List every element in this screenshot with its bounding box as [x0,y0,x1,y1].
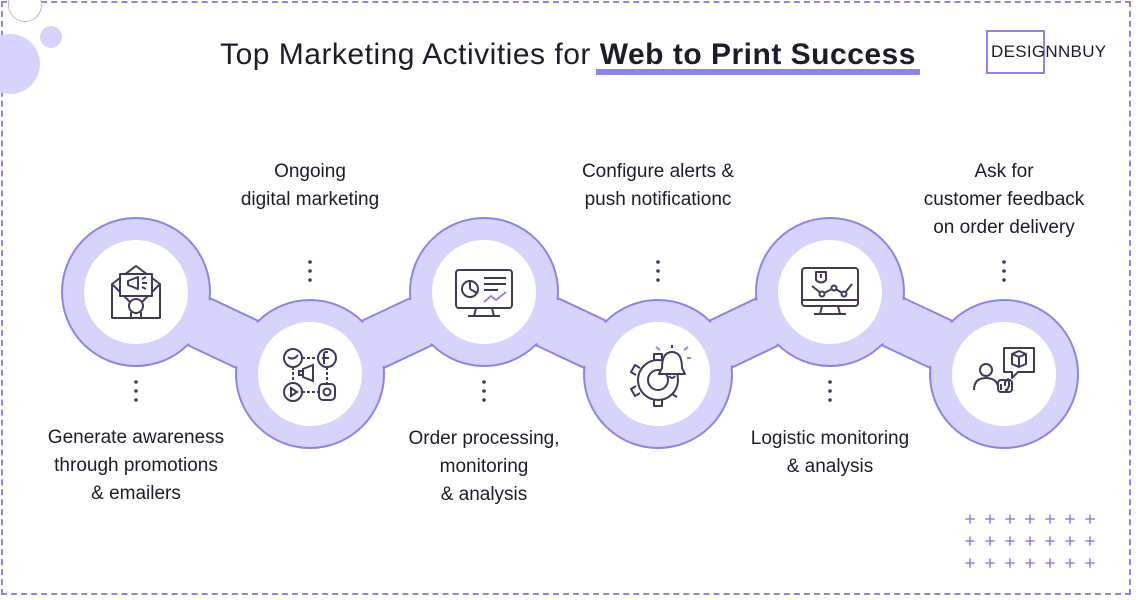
logistics-monitor-icon [801,267,859,315]
connector-fill [509,287,633,379]
step-label: Configure alerts & push notificationc [548,158,768,214]
logo-text: DESIGNNBUY [991,42,1107,61]
step-label: Order processing, monitoring & analysis [374,425,594,509]
social-media-icon [283,348,337,402]
step-label-line: on order delivery [933,217,1075,238]
plus-decoration [1065,536,1075,546]
logo-frame [986,30,1045,74]
step-label: Ask for customer feedback on order deliver… [894,158,1114,242]
leader-dot [482,389,486,393]
step-label-line: Order processing, [408,428,560,449]
step-label-line: & analysis [440,484,528,505]
step-label-line: Generate awareness [47,427,225,448]
step-label-line: & emailers [91,483,181,504]
plus-decoration [1025,514,1035,524]
step-label-line: customer feedback [923,189,1085,210]
plus-decoration [965,558,975,568]
plus-decoration [965,514,975,524]
step-label: Generate awareness through promotions & em… [26,424,246,508]
step-label-line: Ongoing [274,161,346,182]
plus-decoration [1085,514,1095,524]
step-label-line: monitoring [439,456,529,477]
leader-dot [828,389,832,393]
plus-decoration [1005,536,1015,546]
decorative-circle-small [40,26,62,48]
analytics-monitor-icon [455,269,513,317]
plus-decoration [1045,558,1055,568]
step-node-center [432,240,536,344]
leader-dot [134,380,138,384]
plus-decoration [1045,514,1055,524]
title-prefix: Top Marketing Activities for [220,38,591,71]
step-label-line: through promotions [54,455,218,476]
step-label: Ongoing digital marketing [200,158,420,214]
plus-decoration [1065,514,1075,524]
plus-decoration [1085,558,1095,568]
leader-dot [308,269,312,273]
leader-dot [134,389,138,393]
plus-decoration [1025,558,1035,568]
plus-decoration [1005,558,1015,568]
megaphone-envelope-icon [111,265,161,319]
brand-logo: DESIGNNBUY [986,30,1106,74]
step-label-line: push notificationc [584,189,732,210]
leader-dot [308,278,312,282]
step-label-line: digital marketing [240,189,380,210]
plus-decoration [1065,558,1075,568]
plus-decoration [985,558,995,568]
step-label-line: & analysis [786,456,874,477]
step-label-line: Configure alerts & [581,161,735,182]
leader-dot [656,260,660,264]
leader-dot [134,398,138,402]
step-node-center [952,322,1056,426]
step-node-center [778,240,882,344]
step-label-line: Logistic monitoring [750,428,910,449]
plus-decoration [985,536,995,546]
leader-dot [482,398,486,402]
leader-dot [1002,269,1006,273]
leader-dot [482,380,486,384]
step-node-center [258,322,362,426]
leader-dot [308,260,312,264]
plus-decoration [1005,514,1015,524]
step-label: Logistic monitoring & analysis [720,425,940,481]
gear-bell-icon [630,345,691,407]
leader-dot [656,269,660,273]
plus-decoration [1025,536,1035,546]
plus-decoration [985,514,995,524]
step-label-line: Ask for [974,161,1034,182]
leader-dot [828,398,832,402]
plus-decoration [965,536,975,546]
connector-fill [335,287,459,379]
plus-decoration [1085,536,1095,546]
connector-fill [161,287,285,379]
connector-fill [855,287,979,379]
leader-dot [1002,278,1006,282]
leader-dot [828,380,832,384]
leader-dot [1002,260,1006,264]
plus-decoration [1045,536,1055,546]
leader-dot [656,278,660,282]
connector-fill [683,287,805,379]
customer-feedback-icon [973,347,1035,393]
